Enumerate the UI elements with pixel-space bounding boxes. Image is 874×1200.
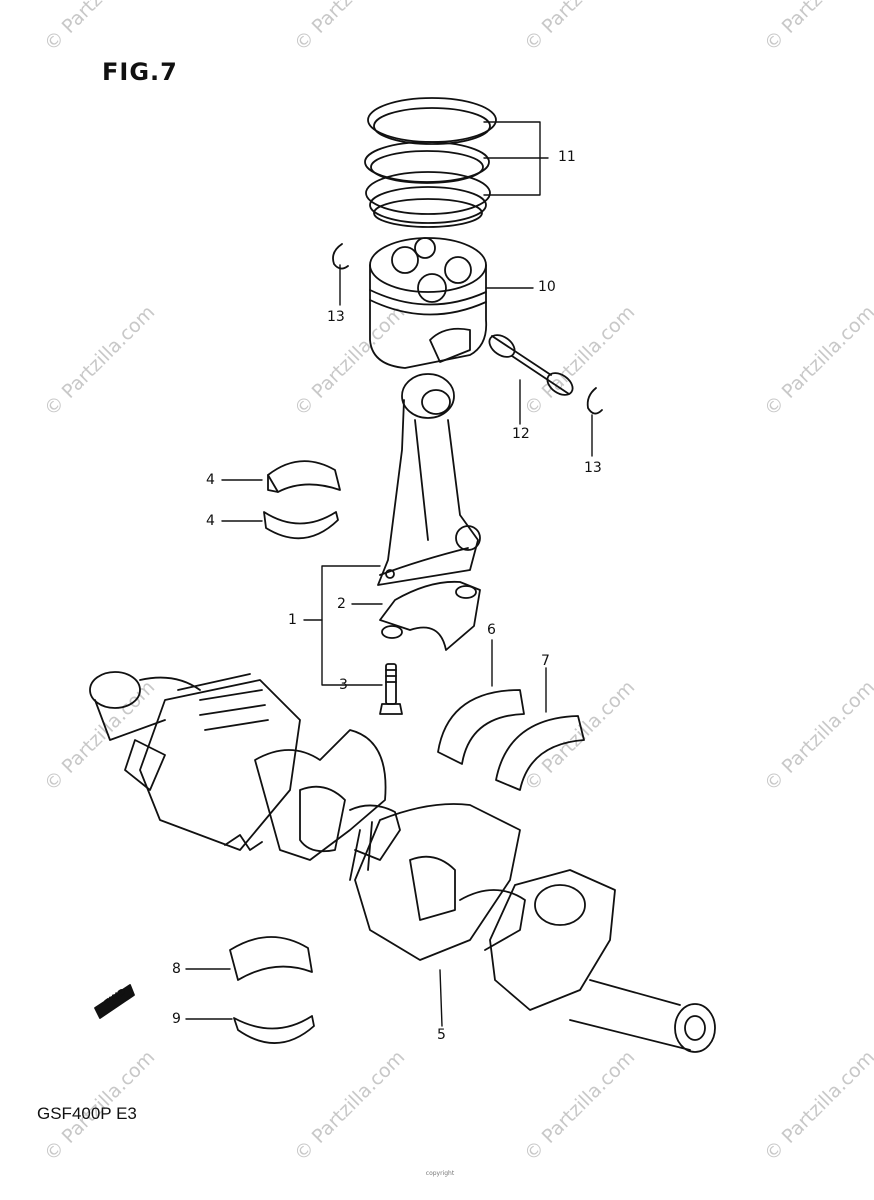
callout-6: 6 (487, 622, 496, 638)
thrust-washer[interactable] (437, 689, 525, 765)
callout-2: 2 (337, 596, 346, 612)
bearing-shell-lower[interactable] (263, 511, 339, 540)
callout-7: 7 (541, 653, 550, 669)
thrust-washer[interactable] (495, 715, 585, 791)
model-label: GSF400P E3 (37, 1104, 137, 1123)
rod-bolt[interactable] (379, 663, 403, 715)
main-bearing-upper[interactable] (229, 936, 313, 981)
callout-4a: 4 (206, 472, 215, 488)
callout-5: 5 (437, 1027, 446, 1043)
callout-1: 1 (288, 612, 297, 628)
leader-lines (185, 121, 593, 1027)
circlip[interactable] (586, 387, 603, 415)
callout-10: 10 (538, 279, 556, 295)
callout-8: 8 (172, 961, 181, 977)
callout-11: 11 (558, 149, 576, 165)
connecting-rod[interactable] (377, 373, 481, 586)
figure-title: FIG.7 (102, 58, 178, 86)
main-bearing-lower[interactable] (233, 1015, 315, 1044)
callout-9: 9 (172, 1011, 181, 1027)
callout-4b: 4 (206, 513, 215, 529)
fwd-arrow-icon (94, 984, 135, 1019)
footer-note: copyright (425, 1170, 455, 1177)
piston-rings[interactable] (364, 97, 497, 228)
callout-13b: 13 (584, 460, 602, 476)
bearing-shell-upper[interactable] (267, 460, 341, 493)
rod-cap[interactable] (379, 580, 481, 651)
callout-12: 12 (512, 426, 530, 442)
piston-pin[interactable] (485, 331, 576, 400)
circlip[interactable] (332, 243, 349, 270)
crankshaft[interactable] (89, 671, 716, 1053)
callout-13a: 13 (327, 309, 345, 325)
callout-3: 3 (339, 677, 348, 693)
piston[interactable] (369, 237, 488, 369)
